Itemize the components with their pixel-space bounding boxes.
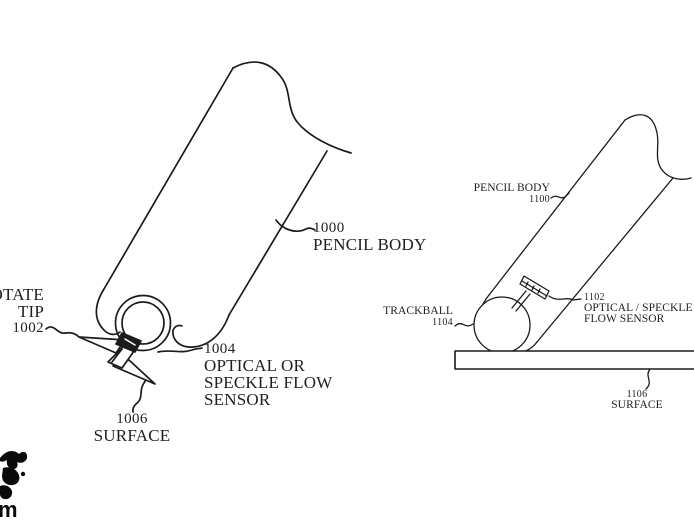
ink-splash-icon-mid	[2, 467, 20, 486]
ref-number: 1106	[626, 389, 648, 400]
label-optical-sensor-left: 1004 OPTICAL OR SPECKLE FLOW SENSOR	[204, 341, 333, 408]
leader-line-1104	[454, 322, 474, 327]
watermark-text: m	[0, 497, 18, 522]
ref-number: 1102	[584, 292, 605, 303]
label-text: PENCIL BODY	[313, 235, 427, 254]
leader-line-1002	[45, 326, 80, 338]
ink-splash-icon	[0, 450, 28, 470]
tip-sensor-window	[115, 332, 142, 353]
label-text: PENCIL BODY	[473, 182, 550, 194]
pencil-cap-right-curve	[172, 314, 230, 348]
leader-line-1006	[132, 379, 147, 413]
surface-bar	[454, 350, 694, 370]
sensor-stem-line-b	[515, 293, 531, 312]
label-trackball: TRACKBALL 1104	[383, 305, 453, 328]
ref-number: 1002	[12, 320, 44, 336]
pencil-top-break-line	[232, 61, 352, 154]
label-text: OPTICAL / SPECKLE	[584, 302, 693, 314]
ref-number: 1000	[313, 220, 345, 236]
leader-line-1000	[275, 219, 316, 232]
pencil-left-edge-line	[103, 67, 234, 290]
ref-number: 1104	[432, 317, 453, 328]
label-text: TIP	[17, 302, 44, 321]
sensor-plate-hatch	[525, 281, 541, 294]
sensor-plate	[519, 275, 550, 300]
label-rotate-tip: ROTATE TIP 1002	[0, 286, 44, 336]
label-text: FLOW SENSOR	[584, 313, 665, 325]
sensor-plate-inner-line	[521, 280, 548, 297]
pencil-right-edge-line	[228, 150, 328, 316]
leader-line-1106	[645, 368, 651, 390]
label-surface-right: 1106 SURFACE	[599, 389, 675, 411]
pencil-cap-left-curve	[95, 288, 121, 336]
tip-cone-inner-line	[111, 348, 123, 363]
label-optical-sensor-right: 1102 OPTICAL / SPECKLE FLOW SENSOR	[584, 292, 693, 325]
ink-splash-icon-bottom	[0, 485, 13, 500]
ref-number: 1004	[204, 341, 236, 357]
ref-number: 1006	[116, 411, 148, 427]
tip-sensor-window-highlight	[124, 338, 136, 346]
label-text: SURFACE	[93, 426, 171, 445]
pencil2-left-edge-line	[488, 119, 626, 296]
leader-line-1100	[550, 192, 570, 199]
sensor-stem-line-a	[511, 290, 527, 309]
label-text: SPECKLE FLOW	[204, 373, 333, 392]
label-pencil-body-left: 1000 PENCIL BODY	[313, 220, 427, 253]
leader-line-1004	[157, 347, 203, 353]
label-text: ROTATE	[0, 285, 44, 304]
trackball-circle	[473, 296, 531, 354]
label-text: OPTICAL OR	[204, 356, 306, 375]
label-text: SENSOR	[204, 390, 271, 409]
label-pencil-body-right: PENCIL BODY 1100	[473, 182, 550, 205]
label-text: TRACKBALL	[383, 305, 453, 317]
watermark-logo	[0, 450, 28, 500]
ref-number: 1100	[529, 194, 550, 205]
leader-line-1102	[548, 295, 582, 301]
pencil2-right-edge-line	[536, 177, 674, 343]
label-text: SURFACE	[611, 399, 663, 411]
label-surface-left: 1006 SURFACE	[88, 411, 176, 444]
pencil2-top-break-line	[624, 114, 692, 180]
ink-splash-dot	[20, 471, 26, 477]
sensor-ring-outer	[114, 294, 172, 352]
sensor-ring-inner	[121, 301, 165, 345]
